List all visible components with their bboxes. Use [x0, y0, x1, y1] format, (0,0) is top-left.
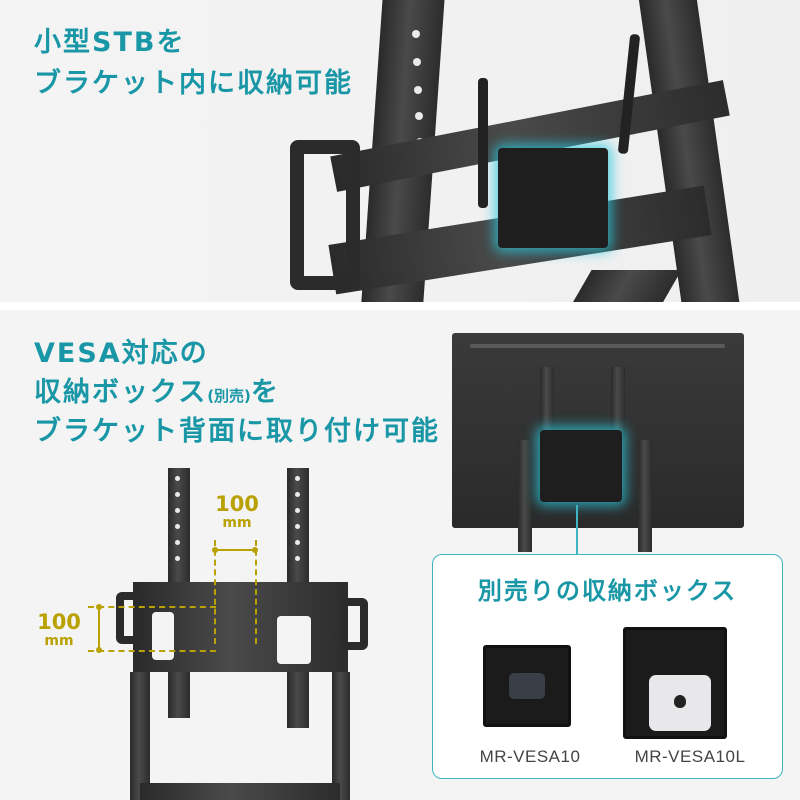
product-mr-vesa10l: MR-VESA10L [615, 607, 765, 777]
headline-sold-separately: (別売) [207, 387, 251, 405]
arm-hole [295, 492, 300, 497]
dimension-guide [214, 540, 216, 644]
product-mr-vesa10: MR-VESA10 [455, 607, 605, 777]
arm-hole [175, 524, 180, 529]
stand-base [568, 270, 682, 302]
bracket-cutout-right [277, 616, 311, 664]
bottom-headline-line3: ブラケット背面に取り付け可能 [34, 416, 440, 447]
arm-hole [175, 540, 180, 545]
tv-stand-upright-left [518, 440, 532, 552]
arm-hole [295, 508, 300, 513]
arm-hole [175, 492, 180, 497]
dimension-guide [88, 650, 216, 652]
right-rail [637, 0, 741, 302]
tv-stand-upright-right [638, 440, 652, 552]
stb-device [498, 148, 608, 248]
dimension-guide [88, 606, 216, 608]
rail-hole [415, 112, 423, 120]
dimension-line-vertical [98, 607, 100, 651]
arm-hole [175, 476, 180, 481]
top-headline-line2: ブラケット内に収納可能 [34, 68, 353, 99]
tv-top-bezel [470, 344, 725, 348]
dimension-vertical-label: 100 mm [37, 610, 81, 649]
frame-crossbar-bottom [140, 783, 340, 800]
top-panel: 小型STBを ブラケット内に収納可能 [0, 0, 800, 302]
top-headline-line1: 小型STBを [34, 27, 186, 58]
frame-upright-right [332, 672, 350, 800]
bottom-headline: VESA対応の 収納ボックス(別売)を ブラケット背面に取り付け可能 [34, 340, 440, 445]
headline-storage-box: 収納ボックス [34, 377, 208, 408]
bottom-headline-line2: 収納ボックス(別売)を [34, 379, 440, 406]
arm-hole [175, 556, 180, 561]
apple-logo-icon [674, 695, 686, 708]
dimension-endpoint [96, 647, 102, 653]
left-handle [290, 140, 360, 290]
rail-hole [413, 58, 421, 66]
top-headline: 小型STBを ブラケット内に収納可能 [34, 29, 353, 97]
arm-hole [295, 540, 300, 545]
bottom-headline-line1: VESA対応の [34, 338, 209, 369]
tv-arm-right [611, 367, 625, 437]
arm-hole [295, 476, 300, 481]
handle-right [340, 598, 368, 650]
product-model-label: MR-VESA10L [634, 747, 746, 766]
dimension-endpoint [96, 604, 102, 610]
antenna-right [617, 33, 641, 155]
arm-hole [295, 556, 300, 561]
tv-arm-left [540, 367, 554, 437]
dimension-line-horizontal [214, 549, 256, 551]
frame-upright-left [130, 672, 150, 800]
dimension-guide [255, 540, 257, 644]
antenna-left [478, 78, 488, 208]
handle-left [116, 592, 144, 644]
headline-particle: を [250, 377, 280, 408]
arm-hole [175, 508, 180, 513]
storage-box-on-tv [540, 430, 622, 502]
bracket-cutout-left [152, 612, 174, 660]
arm-hole [295, 524, 300, 529]
callout-title: 別売りの収納ボックス [477, 577, 738, 605]
router-device [509, 673, 545, 699]
product-model-label: MR-VESA10 [479, 747, 581, 766]
dimension-horizontal-label: 100 mm [215, 492, 259, 531]
rail-hole [412, 30, 420, 38]
dimension-endpoint [212, 547, 218, 553]
optional-storage-box-callout: 別売りの収納ボックス MR-VESA10 MR-VESA10L [432, 554, 783, 779]
dimension-endpoint [252, 547, 258, 553]
rail-hole [414, 86, 422, 94]
callout-connector [576, 505, 578, 555]
